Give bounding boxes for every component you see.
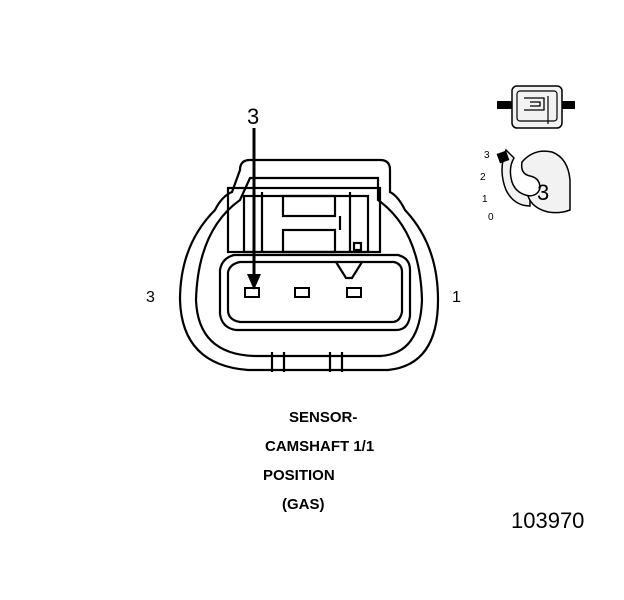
- figure-number: 103970: [511, 508, 584, 533]
- callout-pin-label: 3: [247, 104, 259, 129]
- inset-connector-side-view: [497, 85, 575, 129]
- right-pin-label: 1: [452, 289, 461, 306]
- inset-scale-3: 3: [484, 150, 490, 161]
- inset-scale-0: 0: [488, 212, 494, 223]
- caption-line-2: CAMSHAFT 1/1: [265, 438, 374, 455]
- inset-badge-number: 3: [537, 180, 549, 205]
- terminal-cavity-3: [244, 287, 260, 298]
- inset-scale-2: 2: [480, 172, 486, 183]
- terminal-cavity-1: [346, 287, 362, 298]
- caption-line-3: POSITION: [263, 467, 335, 484]
- pin-callout-arrow: [247, 128, 261, 290]
- terminal-cavity-2: [294, 287, 310, 298]
- inset-lock-clip: [496, 148, 571, 214]
- caption-line-1: SENSOR-: [289, 409, 357, 426]
- caption-line-4: (GAS): [282, 496, 325, 513]
- inset-scale-1: 1: [482, 194, 488, 205]
- connector-housing: [178, 158, 440, 372]
- left-pin-label: 3: [146, 289, 155, 306]
